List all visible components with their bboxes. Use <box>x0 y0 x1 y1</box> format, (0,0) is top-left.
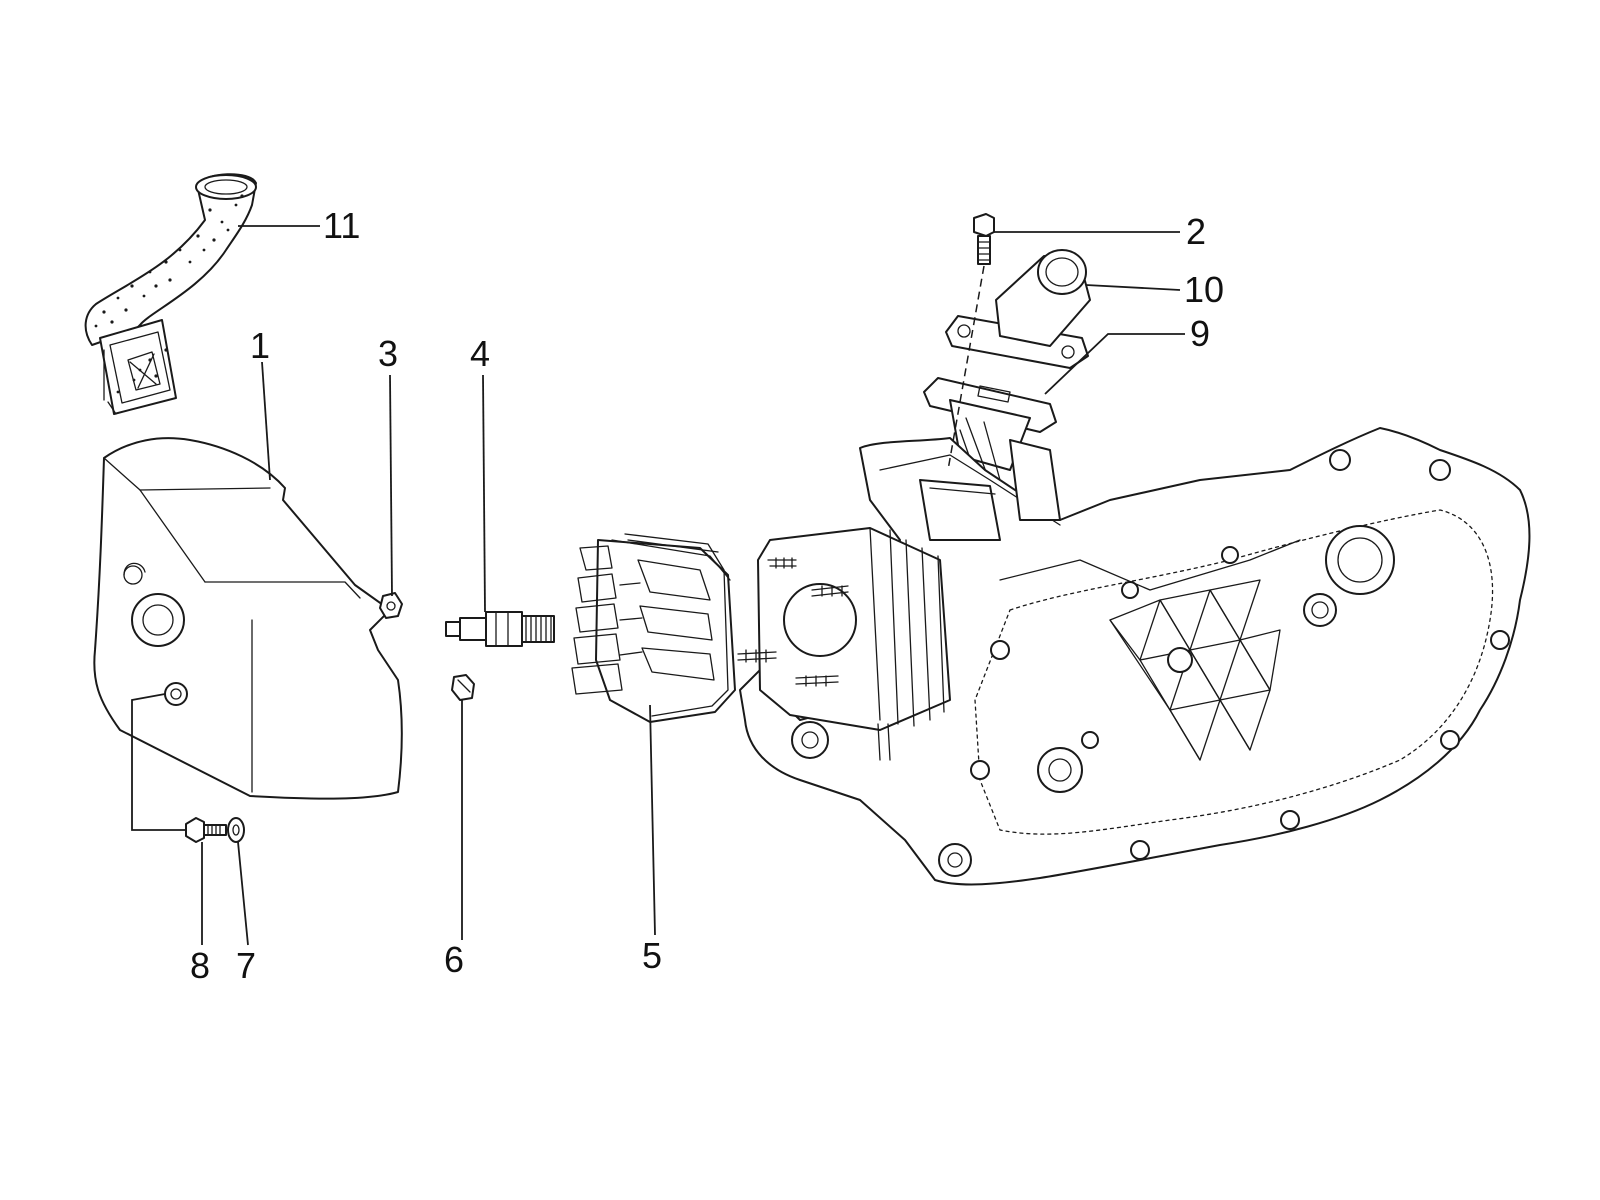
washer-part-7 <box>227 817 245 843</box>
cooling-duct-part <box>84 173 257 415</box>
leader-frame <box>131 693 186 831</box>
bolt-part-2 <box>973 213 995 265</box>
leader-9 <box>1044 333 1185 395</box>
nut-part-6 <box>451 674 475 701</box>
leader-10 <box>1085 284 1181 291</box>
callout-2: 2 <box>1186 211 1206 252</box>
axis-line <box>947 265 985 471</box>
callout-1: 1 <box>250 325 270 366</box>
callout-7: 7 <box>236 945 256 986</box>
leader-7 <box>237 841 249 946</box>
shroud-cover-part <box>93 437 403 800</box>
leader-lines <box>131 225 1185 946</box>
spark-plug-part <box>445 611 555 647</box>
callout-3: 3 <box>378 333 398 374</box>
leader-4 <box>482 374 486 613</box>
screw-part-8 <box>185 817 227 843</box>
leader-5 <box>649 704 656 936</box>
nut-part-3 <box>379 592 403 619</box>
callout-8: 8 <box>190 945 210 986</box>
callout-9: 9 <box>1190 313 1210 354</box>
callout-10: 10 <box>1184 269 1224 310</box>
callout-4: 4 <box>470 333 490 374</box>
leader-3 <box>389 374 393 597</box>
engine-crankcase-part <box>737 427 1531 886</box>
callout-11: 11 <box>323 205 360 246</box>
callout-5: 5 <box>642 935 662 976</box>
intake-manifold-part <box>945 249 1091 369</box>
callout-6: 6 <box>444 939 464 980</box>
callout-labels: 11 1 3 4 2 10 9 8 7 6 5 <box>190 205 1224 986</box>
cylinder-head-part <box>571 533 736 723</box>
leader-1 <box>261 361 271 481</box>
